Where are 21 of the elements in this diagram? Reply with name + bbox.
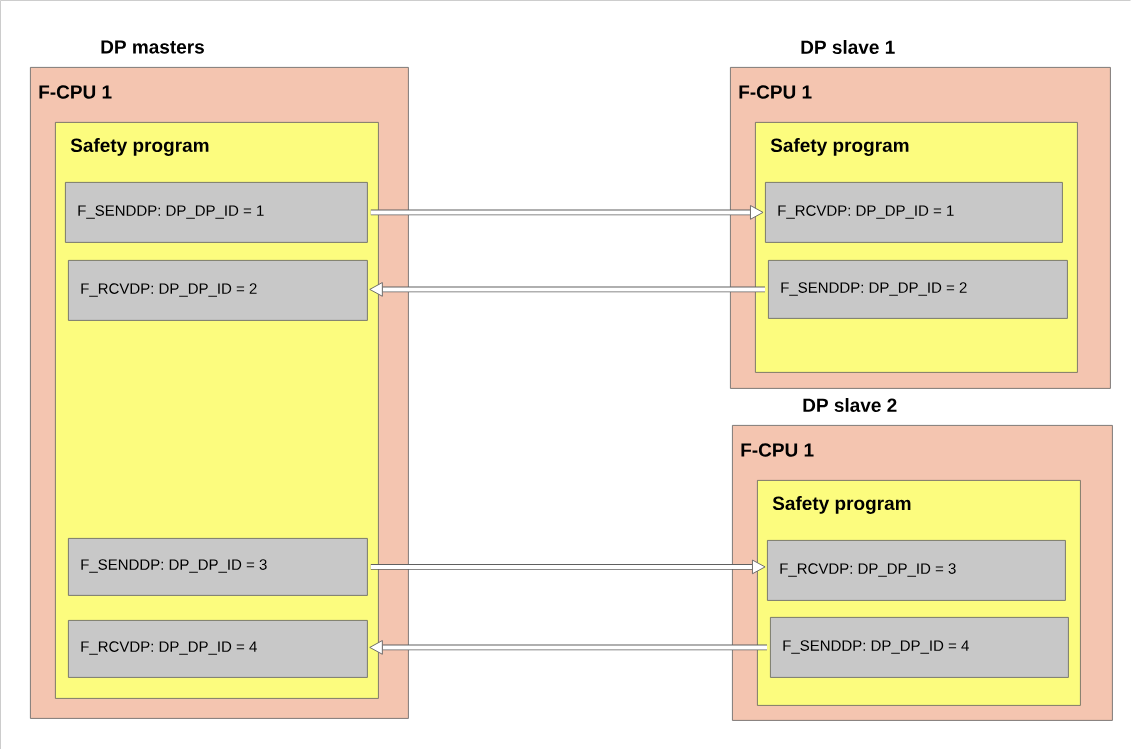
block-label: F_SENDDP: DP_DP_ID = 3 bbox=[81, 559, 267, 573]
block-label: F_SENDDP: DP_DP_ID = 2 bbox=[781, 282, 967, 296]
arrow bbox=[369, 640, 767, 655]
block-label: F_RCVDP: DP_DP_ID = 4 bbox=[81, 641, 257, 655]
box-title: F-CPU 1 bbox=[739, 85, 812, 99]
block-label: F_SENDDP: DP_DP_ID = 1 bbox=[78, 205, 264, 219]
block-label: F_RCVDP: DP_DP_ID = 3 bbox=[780, 563, 956, 577]
heading: DP masters bbox=[101, 40, 204, 54]
heading: DP slave 2 bbox=[803, 398, 897, 412]
block-label: F_RCVDP: DP_DP_ID = 1 bbox=[778, 205, 954, 219]
block-label: F_SENDDP: DP_DP_ID = 4 bbox=[783, 640, 969, 654]
box-title: F-CPU 1 bbox=[39, 85, 112, 99]
block-label: F_RCVDP: DP_DP_ID = 2 bbox=[81, 283, 257, 297]
box-title: F-CPU 1 bbox=[741, 443, 814, 457]
heading: DP slave 1 bbox=[801, 40, 895, 54]
arrow bbox=[370, 559, 766, 575]
arrow bbox=[370, 205, 764, 220]
arrow bbox=[369, 282, 765, 297]
box-title: Safety program bbox=[70, 138, 209, 156]
box-title: Safety program bbox=[770, 138, 909, 156]
box-title: Safety program bbox=[772, 496, 911, 514]
